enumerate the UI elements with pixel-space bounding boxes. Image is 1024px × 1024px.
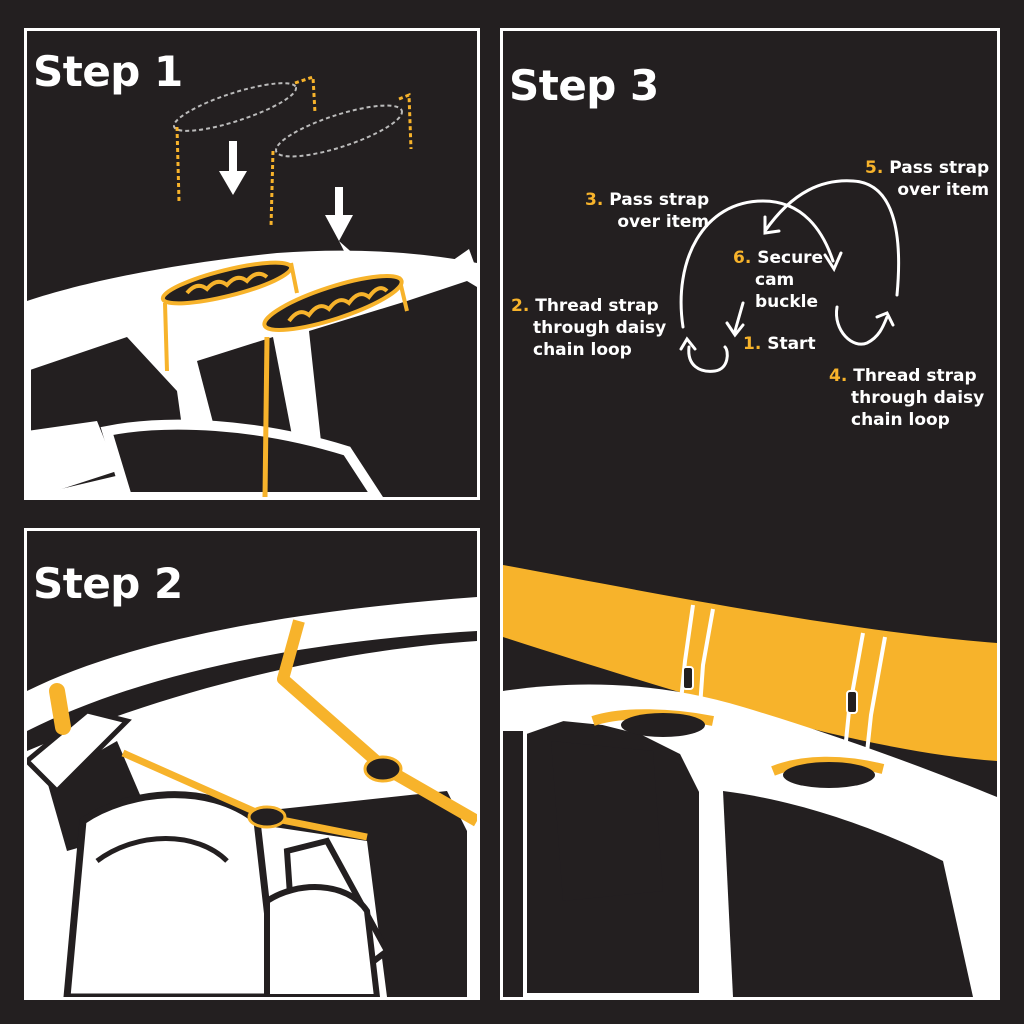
step-2-illustration: [27, 597, 477, 997]
label-num: 2.: [511, 296, 530, 316]
step-2-title: Step 2: [33, 559, 183, 608]
label-text: buckle: [755, 292, 819, 312]
cam-buckle-icon: [682, 666, 694, 690]
roof-pad-right: [262, 274, 409, 497]
label-num: 3.: [585, 190, 604, 210]
strap-front: [591, 604, 715, 737]
label-text: Pass strap: [889, 158, 990, 178]
arrow-head-icon: [823, 251, 843, 273]
cam-buckle-icon: [363, 755, 403, 783]
label-text: over item: [617, 212, 710, 232]
arrow-head-icon: [679, 336, 697, 351]
cam-buckle-icon: [846, 690, 858, 714]
step-3-title: Step 3: [509, 61, 659, 110]
car-interior: [27, 597, 477, 997]
strap-path-segment: [733, 301, 745, 333]
falling-pad-right: [269, 92, 413, 228]
strap-left: [49, 683, 368, 841]
step-3-illustration: [503, 179, 997, 997]
step-1-panel: Step 1: [24, 28, 480, 500]
step-1-title: Step 1: [33, 47, 183, 96]
strap-rear: [771, 632, 887, 788]
label-text: chain loop: [851, 410, 950, 430]
label-num: 4.: [829, 366, 848, 386]
strap-right: [277, 619, 477, 827]
step-3-panel: Step 3 3. Pass strap over item 5. Pass s…: [500, 28, 1000, 1000]
arrow-head-icon: [875, 311, 895, 327]
label-text: through daisy: [533, 318, 667, 338]
label-text: Pass strap: [609, 190, 710, 210]
car-roof: [27, 241, 477, 497]
label-text: Start: [767, 334, 816, 354]
label-pass-strap-2: 5. Pass strap over item: [865, 157, 989, 201]
strap-path-diagram: [679, 179, 901, 373]
strap-path-segment: [835, 305, 889, 346]
label-text: Thread strap: [535, 296, 659, 316]
label-text: cam: [755, 270, 795, 290]
label-text: through daisy: [851, 388, 985, 408]
label-text: over item: [897, 180, 990, 200]
cam-buckle-icon: [247, 805, 287, 829]
roof-pad-left: [160, 260, 299, 372]
label-secure-buckle: 6. Secure cam buckle: [733, 247, 823, 313]
strap-path-segment: [687, 345, 729, 373]
label-text: Thread strap: [853, 366, 977, 386]
step-1-illustration: [27, 74, 477, 497]
down-arrow-icon: [325, 187, 353, 241]
label-num: 5.: [865, 158, 884, 178]
label-pass-strap-1: 3. Pass strap over item: [585, 189, 709, 233]
down-arrow-icon: [219, 141, 247, 195]
label-text: Secure: [757, 248, 824, 268]
strap-path-segment: [679, 199, 835, 329]
label-thread-strap-2: 4. Thread strap through daisy chain loop: [829, 365, 984, 431]
strap-path-segment: [763, 179, 901, 297]
label-text: chain loop: [533, 340, 632, 360]
label-thread-strap-1: 2. Thread strap through daisy chain loop: [511, 295, 666, 361]
label-start: 1. Start: [743, 333, 816, 355]
step-2-panel: Step 2: [24, 528, 480, 1000]
arrow-head-icon: [763, 215, 781, 235]
arrow-head-icon: [725, 321, 745, 338]
label-num: 1.: [743, 334, 762, 354]
label-num: 6.: [733, 248, 752, 268]
falling-pad-left: [172, 74, 317, 202]
